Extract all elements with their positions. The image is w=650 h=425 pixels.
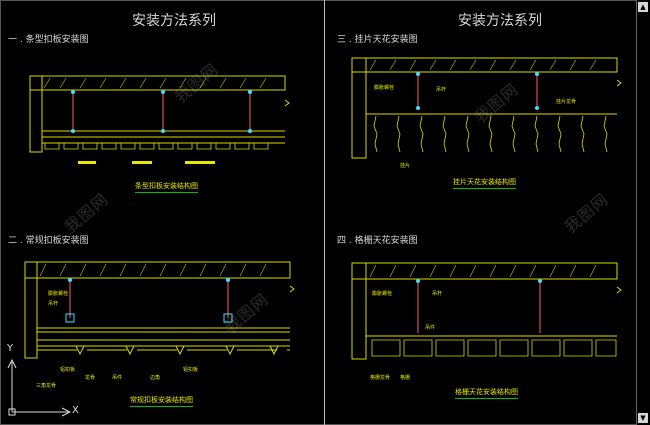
caption-3: 挂片天花安装结构图: [453, 177, 516, 189]
label-s4-d: 格栅龙骨: [370, 375, 391, 381]
viewport-divider: [324, 0, 325, 425]
section-2-drawing: [24, 261, 295, 359]
section-3-drawing: [351, 57, 622, 159]
label-s2-b: 吊杆: [48, 301, 59, 307]
ucs-y-label: Y: [7, 343, 14, 354]
section-1-title: 一 . 条型扣板安装图: [8, 35, 89, 45]
vertical-scrollbar[interactable]: [636, 0, 650, 425]
label-s3-b: 吊杆: [436, 87, 447, 93]
left-title: 安装方法系列: [132, 13, 216, 29]
section-1-drawing: [29, 75, 290, 164]
label-s2-h: 铝扣板: [183, 367, 199, 373]
label-s4-b: 吊杆: [432, 291, 443, 297]
label-s2-d: 龙骨: [85, 375, 96, 381]
scroll-up-button[interactable]: ▲: [638, 2, 648, 12]
caption-4: 格栅天花安装结构图: [455, 387, 518, 399]
caption-1: 条型扣板安装结构图: [135, 181, 198, 193]
label-s3-d: 挂片: [400, 163, 411, 169]
right-title: 安装方法系列: [458, 13, 542, 29]
label-s2-a: 膨胀螺栓: [48, 291, 69, 297]
section-4-title: 四 . 格栅天花安装图: [337, 236, 418, 246]
section-4-drawing: [351, 262, 622, 360]
label-s2-g: 三角龙骨: [36, 383, 57, 389]
label-s2-f: 边角: [150, 375, 161, 381]
section-3-title: 三 . 挂片天花安装图: [337, 35, 418, 45]
label-s2-c: 铝扣板: [60, 367, 76, 373]
section-2-title: 二 . 常规扣板安装图: [8, 236, 89, 246]
ucs-icon: [7, 358, 72, 417]
scroll-down-button[interactable]: ▼: [638, 413, 648, 423]
ucs-x-label: X: [72, 405, 79, 416]
label-s4-e: 格栅: [400, 375, 411, 381]
label-s4-c: 吊件: [425, 325, 436, 331]
label-s3-a: 膨胀螺栓: [374, 85, 395, 91]
label-s4-a: 膨胀螺栓: [372, 291, 393, 297]
label-s2-e: 吊件: [112, 375, 123, 381]
caption-2: 常规扣板安装结构图: [130, 395, 193, 407]
label-s3-c: 挂片龙骨: [556, 99, 577, 105]
